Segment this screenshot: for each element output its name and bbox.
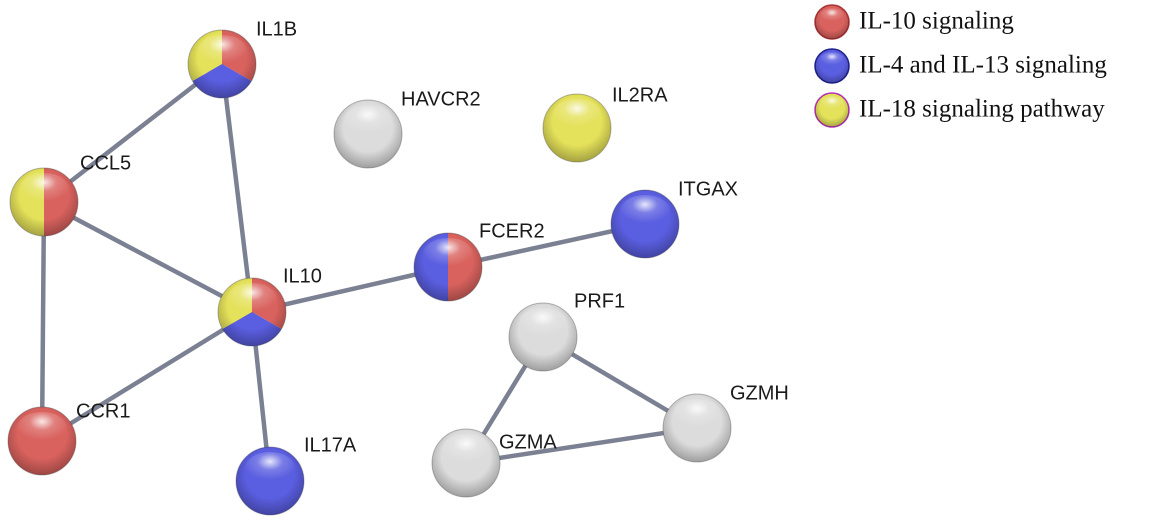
node-prf1[interactable]: PRF1 bbox=[508, 290, 625, 372]
edge-il1b-il10 bbox=[219, 61, 255, 315]
edge-ccl5-ccr1 bbox=[39, 199, 47, 444]
legend-item-il-10-signaling: IL-10 signaling bbox=[814, 4, 1014, 40]
node-fcer2[interactable]: FCER2 bbox=[413, 220, 545, 302]
legend-label-il-4-and-il-13-signaling: IL-4 and IL-13 signaling bbox=[859, 52, 1107, 79]
legend-item-il-18-signaling-pathway: IL-18 signaling pathway bbox=[814, 92, 1105, 128]
node-label-gzma: GZMA bbox=[499, 431, 557, 453]
edge-il1b-ccl5 bbox=[41, 61, 225, 205]
node-label-prf1: PRF1 bbox=[574, 290, 625, 312]
node-ccr1[interactable]: CCR1 bbox=[7, 400, 130, 476]
node-label-ccr1: CCR1 bbox=[76, 400, 130, 422]
node-label-il2ra: IL2RA bbox=[612, 84, 668, 106]
legend-label-il-10-signaling: IL-10 signaling bbox=[859, 8, 1014, 35]
node-label-itgax: ITGAX bbox=[678, 178, 738, 200]
node-il1b[interactable]: IL1B bbox=[187, 18, 297, 99]
node-gzmh[interactable]: GZMH bbox=[662, 382, 789, 463]
node-label-il1b: IL1B bbox=[256, 18, 297, 40]
node-label-havcr2: HAVCR2 bbox=[401, 88, 481, 110]
node-label-fcer2: FCER2 bbox=[479, 220, 545, 242]
edge-gzma-gzmh bbox=[463, 425, 700, 466]
node-il2ra[interactable]: IL2RA bbox=[542, 84, 668, 163]
node-gzma[interactable]: GZMA bbox=[431, 428, 557, 498]
node-label-il17a: IL17A bbox=[304, 434, 357, 456]
node-itgax[interactable]: ITGAX bbox=[610, 178, 738, 259]
node-label-ccl5: CCL5 bbox=[80, 152, 131, 174]
node-il10[interactable]: IL10 bbox=[217, 265, 322, 347]
node-ccl5[interactable]: CCL5 bbox=[9, 152, 131, 237]
legend-item-il-4-and-il-13-signaling: IL-4 and IL-13 signaling bbox=[814, 48, 1107, 84]
node-havcr2[interactable]: HAVCR2 bbox=[333, 88, 481, 169]
edge-ccl5-il10 bbox=[41, 199, 255, 315]
legend-label-il-18-signaling-pathway: IL-18 signaling pathway bbox=[859, 96, 1105, 123]
node-label-il10: IL10 bbox=[283, 265, 322, 287]
node-il17a[interactable]: IL17A bbox=[235, 434, 357, 516]
node-label-gzmh: GZMH bbox=[730, 382, 789, 404]
edge-ccr1-il10 bbox=[39, 309, 255, 444]
